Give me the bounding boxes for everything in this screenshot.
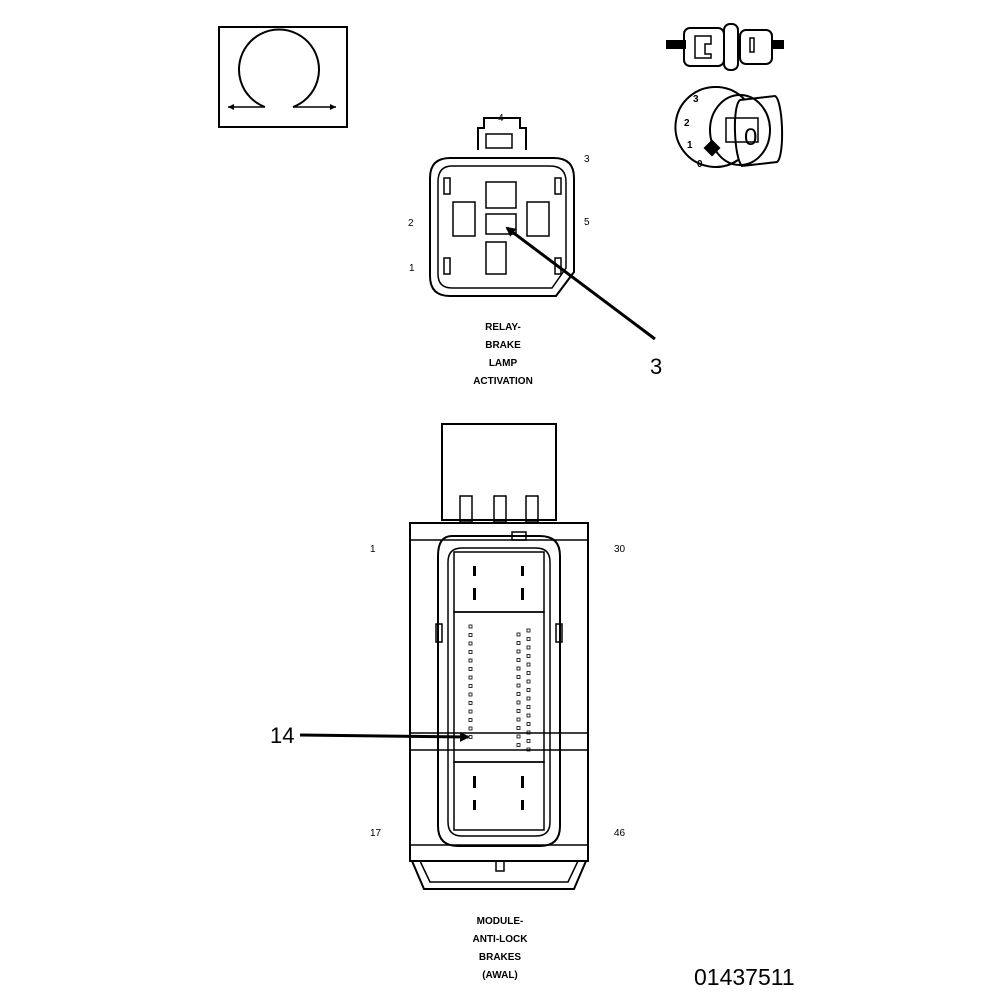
svg-text:ACTIVATION: ACTIVATION xyxy=(473,376,533,387)
pin-cavity xyxy=(526,713,531,718)
module-callout-number: 14 xyxy=(270,723,294,748)
pin-cavity xyxy=(516,700,521,705)
pin-cavity xyxy=(526,645,531,650)
pin-cavity xyxy=(526,654,531,658)
pin-cavity xyxy=(516,734,521,739)
abs-pin-field xyxy=(468,624,531,752)
pin-cavity xyxy=(516,683,521,688)
pin-cavity xyxy=(468,675,473,680)
pin-cavity xyxy=(468,650,473,654)
module-pin-1: 1 xyxy=(370,544,376,555)
pin-cavity xyxy=(468,684,473,688)
pin-cavity xyxy=(516,632,521,637)
abs-module-connector xyxy=(409,423,589,890)
relay-pin-1: 1 xyxy=(409,263,415,274)
module-pin-17: 17 xyxy=(370,828,382,839)
pin-cavity xyxy=(468,641,473,646)
pin-cavity xyxy=(526,637,531,641)
pin-cavity xyxy=(516,641,521,645)
relay-pin-5: 5 xyxy=(584,217,590,228)
pin-cavity xyxy=(468,735,473,739)
pin-cavity xyxy=(468,692,473,697)
relay-pin-2: 2 xyxy=(408,218,414,229)
pin-cavity xyxy=(468,633,473,637)
svg-text:(AWAL): (AWAL) xyxy=(482,970,518,981)
pin-cavity xyxy=(516,717,521,722)
module-pin-30: 30 xyxy=(614,544,626,555)
svg-text:RELAY-: RELAY- xyxy=(485,322,521,333)
pin-cavity xyxy=(526,662,531,667)
ignition-key-icon: 3 2 1 0 0 xyxy=(674,86,784,170)
pin-cavity xyxy=(468,718,473,722)
pin-cavity xyxy=(468,658,473,663)
pin-cavity xyxy=(526,730,531,735)
pin-cavity xyxy=(526,671,531,675)
pin-cavity xyxy=(516,658,521,662)
pin-cavity xyxy=(516,743,521,747)
pin-cavity xyxy=(468,726,473,731)
ignition-position-3: 3 xyxy=(693,94,699,105)
relay-callout-arrow xyxy=(505,226,656,341)
pin-cavity xyxy=(516,649,521,654)
svg-text:ANTI-LOCK: ANTI-LOCK xyxy=(473,934,529,945)
connector-probe-icon xyxy=(666,23,784,71)
pin-cavity xyxy=(526,696,531,701)
pin-cavity xyxy=(516,726,521,730)
pin-cavity xyxy=(526,722,531,726)
pin-cavity xyxy=(516,675,521,679)
pin-cavity xyxy=(516,709,521,713)
pin-cavity xyxy=(526,679,531,684)
figure-id: 01437511 xyxy=(694,964,795,990)
svg-text:MODULE-: MODULE- xyxy=(477,916,524,927)
svg-text:BRAKE: BRAKE xyxy=(485,340,521,351)
pin-cavity xyxy=(516,666,521,671)
pin-cavity xyxy=(468,667,473,671)
pin-cavity xyxy=(526,747,531,752)
relay-callout-number: 3 xyxy=(650,354,662,379)
svg-text:LAMP: LAMP xyxy=(489,358,518,369)
relay-pin-3: 3 xyxy=(584,154,590,165)
relay-caption: RELAY- BRAKE LAMP ACTIVATION xyxy=(473,322,533,387)
ignition-position-1: 1 xyxy=(687,140,693,151)
ignition-position-0: 0 xyxy=(697,159,703,170)
pin-cavity xyxy=(468,701,473,705)
pin-cavity xyxy=(526,705,531,709)
module-pin-46: 46 xyxy=(614,828,626,839)
relay-connector xyxy=(429,117,575,297)
pin-cavity xyxy=(468,624,473,629)
pin-cavity xyxy=(526,628,531,633)
module-caption: MODULE- ANTI-LOCK BRAKES (AWAL) xyxy=(473,916,529,981)
pin-cavity xyxy=(516,692,521,696)
pin-cavity xyxy=(468,709,473,714)
ignition-key-label: 0 xyxy=(744,124,757,151)
module-callout-arrow xyxy=(299,731,470,742)
ignition-position-2: 2 xyxy=(684,118,690,129)
relay-pin-4: 4 xyxy=(498,113,504,124)
pin-cavity xyxy=(526,739,531,743)
ohm-symbol-icon xyxy=(218,26,348,128)
svg-text:BRAKES: BRAKES xyxy=(479,952,522,963)
pin-cavity xyxy=(526,688,531,692)
